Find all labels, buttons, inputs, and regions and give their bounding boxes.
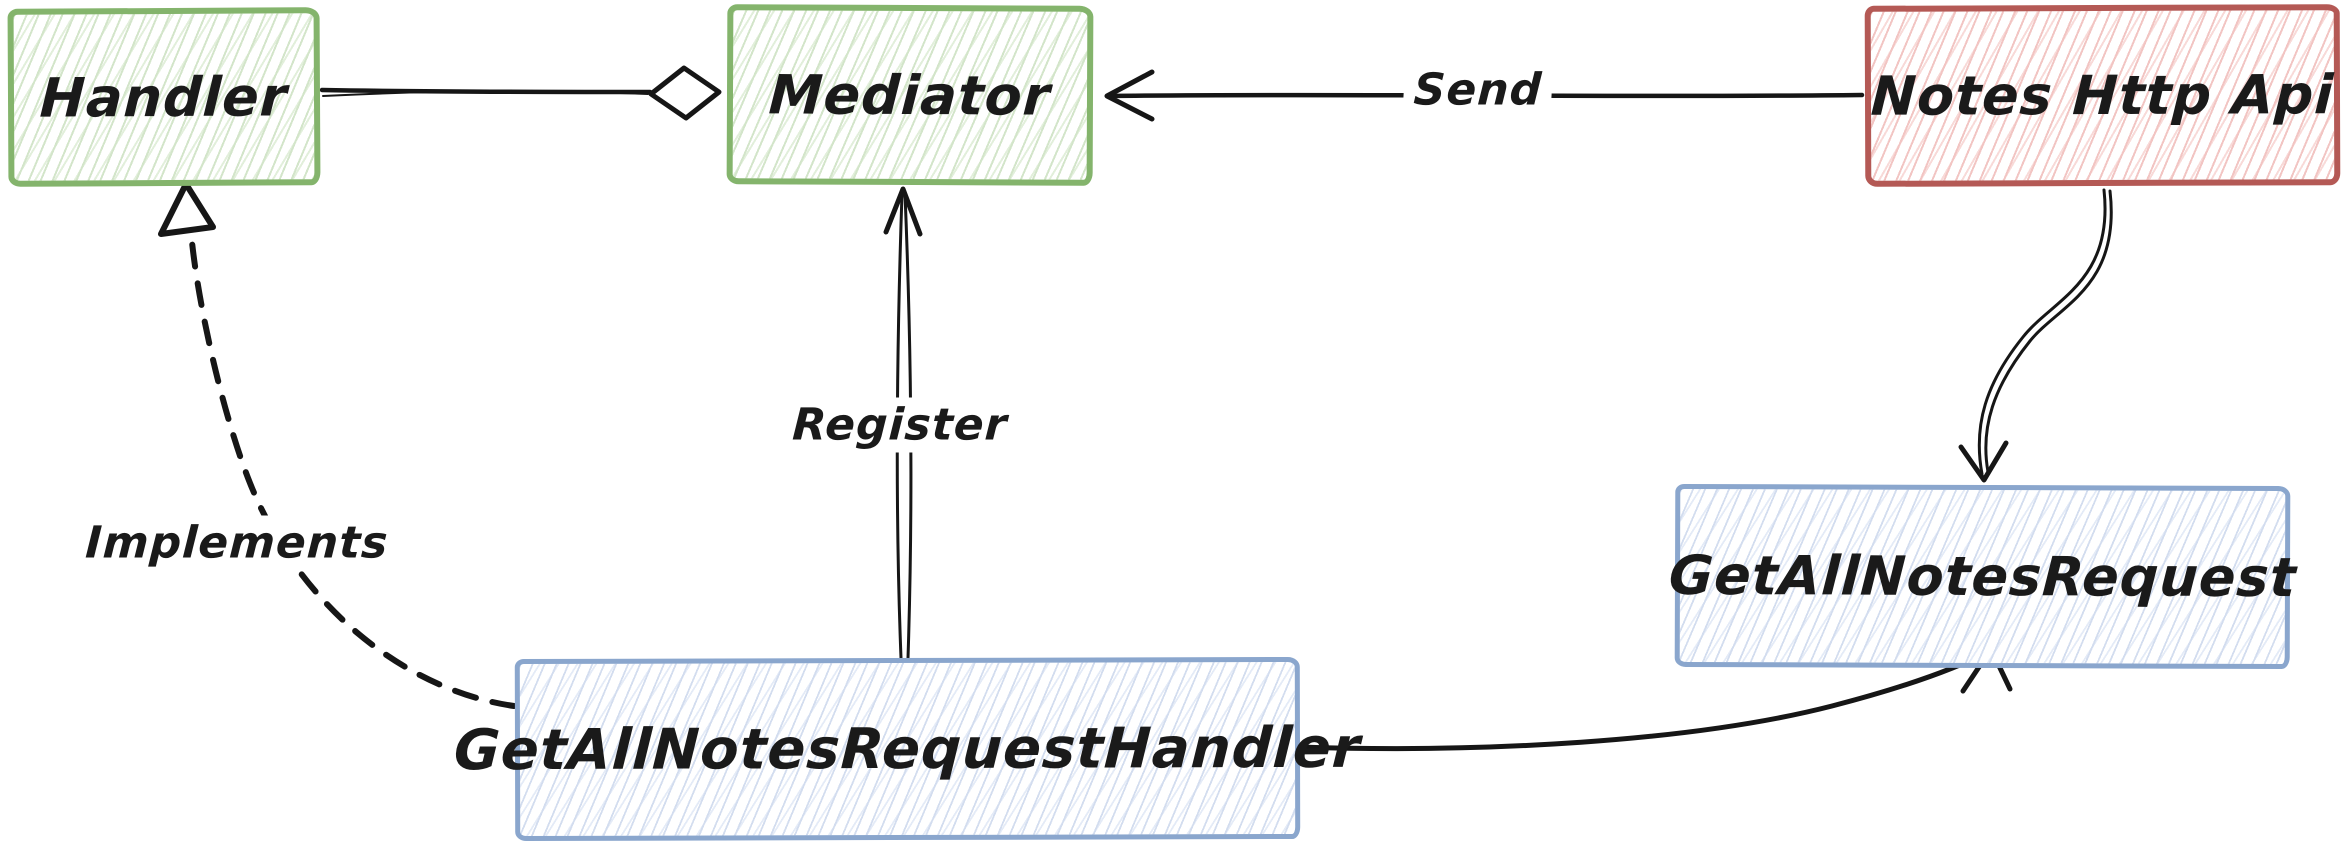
node-handler: Handler — [7, 7, 321, 187]
node-get-all-notes-request-label: GetAllNotesRequest — [1666, 543, 2299, 610]
creates-request-arrowhead-icon — [1958, 440, 2009, 483]
implements-triangle-icon — [158, 181, 216, 237]
node-notes-http-api: Notes Http Api — [1864, 4, 2341, 187]
node-get-all-notes-request-handler: GetAllNotesRequestHandler — [453, 656, 1362, 842]
edge-label-register: Register — [781, 397, 1019, 453]
node-notes-http-api-label: Notes Http Api — [1869, 63, 2336, 128]
send-arrowhead-icon — [1104, 69, 1155, 122]
node-get-all-notes-request-handler-label: GetAllNotesRequestHandler — [452, 715, 1363, 783]
node-handler-label: Handler — [38, 64, 290, 130]
register-arrowhead-icon — [883, 186, 923, 237]
node-mediator: Mediator — [726, 4, 1094, 186]
node-mediator-label: Mediator — [767, 62, 1053, 128]
edge-implements-dashed — [158, 181, 517, 709]
edge-creates-request-arrow — [1958, 188, 2113, 483]
node-get-all-notes-request: GetAllNotesRequest — [1667, 483, 2298, 670]
aggregation-diamond-icon — [648, 65, 722, 121]
edge-label-implements: Implements — [74, 515, 400, 571]
edge-aggregation-line — [319, 65, 722, 121]
edge-label-send: Send — [1402, 62, 1554, 118]
